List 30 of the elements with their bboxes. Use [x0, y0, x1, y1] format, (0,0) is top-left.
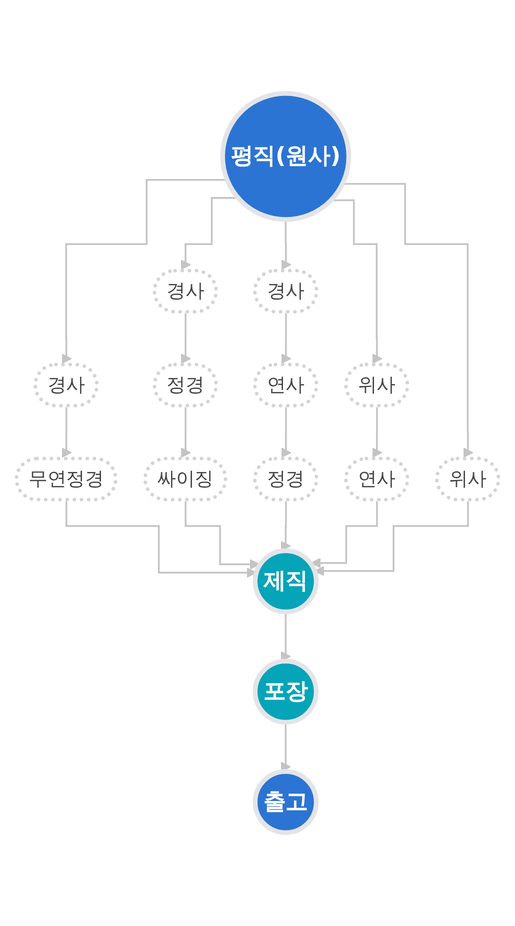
process-circle: 포장 — [252, 658, 319, 725]
process-pill: 정경 — [253, 456, 318, 502]
arrow — [310, 501, 378, 568]
arrow — [372, 407, 382, 458]
process-pill: 경사 — [152, 268, 218, 314]
arrow — [61, 407, 72, 458]
arrow — [281, 313, 292, 364]
process-pill: 무연정경 — [14, 456, 118, 502]
arrow — [184, 501, 260, 570]
arrow — [180, 407, 191, 458]
process-circle: 출고 — [252, 769, 319, 835]
arrow — [280, 501, 291, 552]
process-pill: 싸이징 — [143, 456, 228, 502]
arrow — [61, 178, 228, 364]
arrow — [66, 501, 257, 578]
process-pill: 경사 — [34, 362, 99, 408]
process-pill: 연사 — [253, 362, 318, 408]
process-pill: 위사 — [344, 362, 410, 408]
arrow — [180, 197, 238, 270]
arrow — [180, 313, 191, 364]
process-pill: 정경 — [152, 362, 218, 408]
process-circle: 제직 — [252, 548, 319, 614]
arrow — [281, 407, 292, 458]
process-pill: 경사 — [253, 268, 318, 314]
process-pill: 위사 — [435, 456, 500, 502]
process-circle: 평직(원사) — [220, 91, 352, 222]
process-pill: 연사 — [344, 456, 410, 502]
arrow — [314, 501, 470, 576]
arrow — [342, 182, 474, 458]
arrow — [331, 199, 382, 364]
